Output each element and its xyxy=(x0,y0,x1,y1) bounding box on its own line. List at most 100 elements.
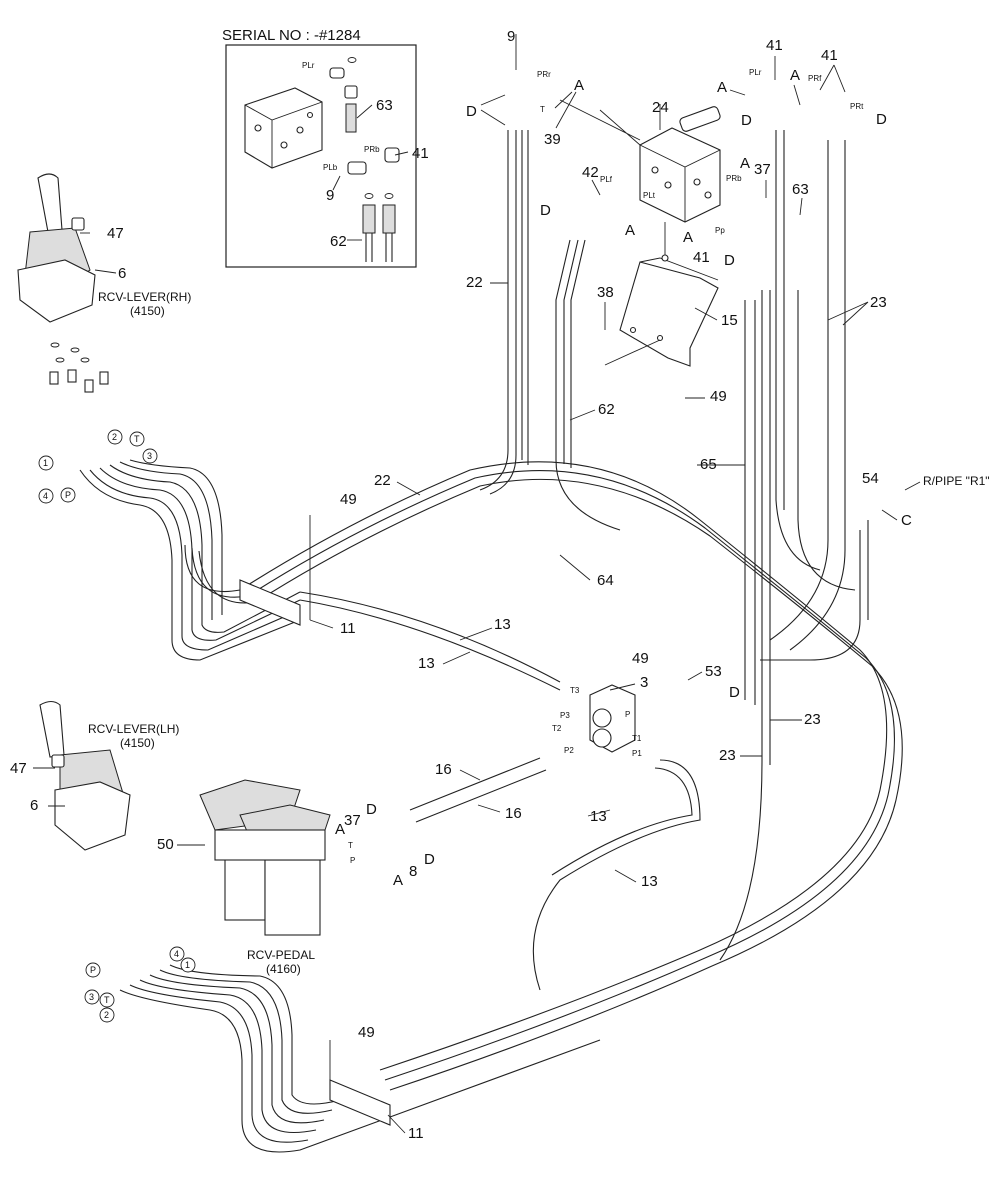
callout-64: 64 xyxy=(597,572,614,589)
lh-circle-3: 3 xyxy=(89,992,94,1002)
callout-6-lh: 6 xyxy=(30,797,38,814)
pedal-code: (4160) xyxy=(266,962,301,976)
callout-63: 63 xyxy=(792,181,809,198)
marker-d-8: D xyxy=(424,851,435,868)
lever-lh-label: RCV-LEVER(LH) xyxy=(88,722,179,736)
marker-a-7: A xyxy=(335,821,345,838)
callout-16-a: 16 xyxy=(435,761,452,778)
port-prr: PRr xyxy=(537,70,551,79)
rh-circle-3: 3 xyxy=(147,451,152,461)
rcv-lever-rh: RCV-LEVER(RH) (4150) xyxy=(17,173,191,393)
callout-13-a: 13 xyxy=(494,616,511,633)
pedal-port-p: P xyxy=(350,856,355,865)
port-prt: PRt xyxy=(850,102,864,111)
manifold-port-t1: T1 xyxy=(632,734,642,743)
callout-13-d: 13 xyxy=(641,873,658,890)
callout-23-lower-a: 23 xyxy=(804,711,821,728)
serial-title: SERIAL NO : -#1284 xyxy=(222,27,361,44)
callout-13-c: 13 xyxy=(590,808,607,825)
callout-6-rh: 6 xyxy=(118,265,126,282)
pedal-port-t: T xyxy=(348,841,353,850)
marker-d-4: D xyxy=(540,202,551,219)
callout-47-rh: 47 xyxy=(107,225,124,242)
callout-3: 3 xyxy=(640,674,648,691)
marker-d-7: D xyxy=(366,801,377,818)
valve-port-labels: PRr PLr PRf PRt T PRb PLf PLt Pp xyxy=(537,68,864,235)
serial-inset: SERIAL NO : -#1284 PLr PRb PLb 63 41 9 6… xyxy=(222,27,429,268)
callout-22-lower: 22 xyxy=(374,472,391,489)
callout-13-b: 13 xyxy=(418,655,435,672)
marker-a-5: A xyxy=(625,222,635,239)
marker-a-4: A xyxy=(740,155,750,172)
callout-65: 65 xyxy=(700,456,717,473)
pedal-label: RCV-PEDAL xyxy=(247,948,315,962)
callout-22-upper: 22 xyxy=(466,274,483,291)
manifold-port-t2: T2 xyxy=(552,724,562,733)
marker-a-6: A xyxy=(683,229,693,246)
port-t: T xyxy=(540,105,545,114)
rh-circle-t: T xyxy=(134,434,140,444)
callout-49-mid: 49 xyxy=(340,491,357,508)
manifold-port-p1: P1 xyxy=(632,749,642,758)
callout-16-b: 16 xyxy=(505,805,522,822)
callout-50: 50 xyxy=(157,836,174,853)
marker-d-1: D xyxy=(466,103,477,120)
callouts: 9 41 41 24 39 42 37 63 41 22 23 15 38 49… xyxy=(10,28,887,1142)
lever-rh-label: RCV-LEVER(RH) xyxy=(98,290,191,304)
callout-49-center: 49 xyxy=(632,650,649,667)
lh-circle-4: 4 xyxy=(174,949,179,959)
rh-circle-p: P xyxy=(65,490,71,500)
port-pp: Pp xyxy=(715,226,725,235)
callout-37-pedal: 37 xyxy=(344,812,361,829)
marker-a-8: A xyxy=(393,872,403,889)
callout-9-top: 9 xyxy=(507,28,515,45)
callout-53: 53 xyxy=(705,663,722,680)
rh-circle-4: 4 xyxy=(43,491,48,501)
circled-ports: 1 2 T 3 4 P P 3 T 2 4 1 xyxy=(38,429,196,1023)
callout-47-lh: 47 xyxy=(10,760,27,777)
marker-d-5: D xyxy=(724,252,735,269)
marker-a-2: A xyxy=(717,79,727,96)
callout-39: 39 xyxy=(544,131,561,148)
manifold-port-p: P xyxy=(625,710,630,719)
port-plt: PLt xyxy=(643,191,656,200)
port-prb: PRb xyxy=(726,174,742,183)
callout-8: 8 xyxy=(409,863,417,880)
lh-circle-1: 1 xyxy=(185,960,190,970)
callout-11-upper: 11 xyxy=(340,620,356,637)
bracket-15 xyxy=(619,254,719,367)
main-valve-24 xyxy=(559,99,721,255)
port-prf: PRf xyxy=(808,74,822,83)
rh-circle-1: 1 xyxy=(43,458,48,468)
marker-c: C xyxy=(901,512,912,529)
lever-lh-code: (4150) xyxy=(120,736,155,750)
marker-a-3: A xyxy=(790,67,800,84)
callout-62: 62 xyxy=(598,401,615,418)
callout-15: 15 xyxy=(721,312,738,329)
inset-callout-41: 41 xyxy=(412,145,429,162)
inset-port-plb: PLb xyxy=(323,163,338,172)
marker-a-1: A xyxy=(574,77,584,94)
leader-lines xyxy=(33,34,921,1134)
inset-callout-62: 62 xyxy=(330,233,347,250)
lh-circle-t: T xyxy=(104,995,110,1005)
callout-41-topright: 41 xyxy=(821,47,838,64)
port-plr: PLr xyxy=(749,68,762,77)
inset-callout-9: 9 xyxy=(326,187,334,204)
inset-port-plr: PLr xyxy=(302,61,315,70)
callout-23-lower-b: 23 xyxy=(719,747,736,764)
rh-circle-2: 2 xyxy=(112,432,117,442)
marker-d-3: D xyxy=(876,111,887,128)
lh-circle-2: 2 xyxy=(104,1010,109,1020)
callout-41-mid: 41 xyxy=(693,249,710,266)
letter-markers: D A A A D D A D A A D C D D A D A R/PIPE… xyxy=(335,67,990,889)
manifold-port-p2: P2 xyxy=(564,746,574,755)
hoses xyxy=(79,130,903,1153)
lever-rh-code: (4150) xyxy=(130,304,165,318)
callout-54: 54 xyxy=(862,470,879,487)
callout-11-lower: 11 xyxy=(408,1125,424,1142)
manifold-port-t3: T3 xyxy=(570,686,580,695)
rcv-pedal: T P RCV-PEDAL (4160) xyxy=(199,779,355,976)
rcv-lever-lh: RCV-LEVER(LH) (4150) xyxy=(39,700,179,851)
